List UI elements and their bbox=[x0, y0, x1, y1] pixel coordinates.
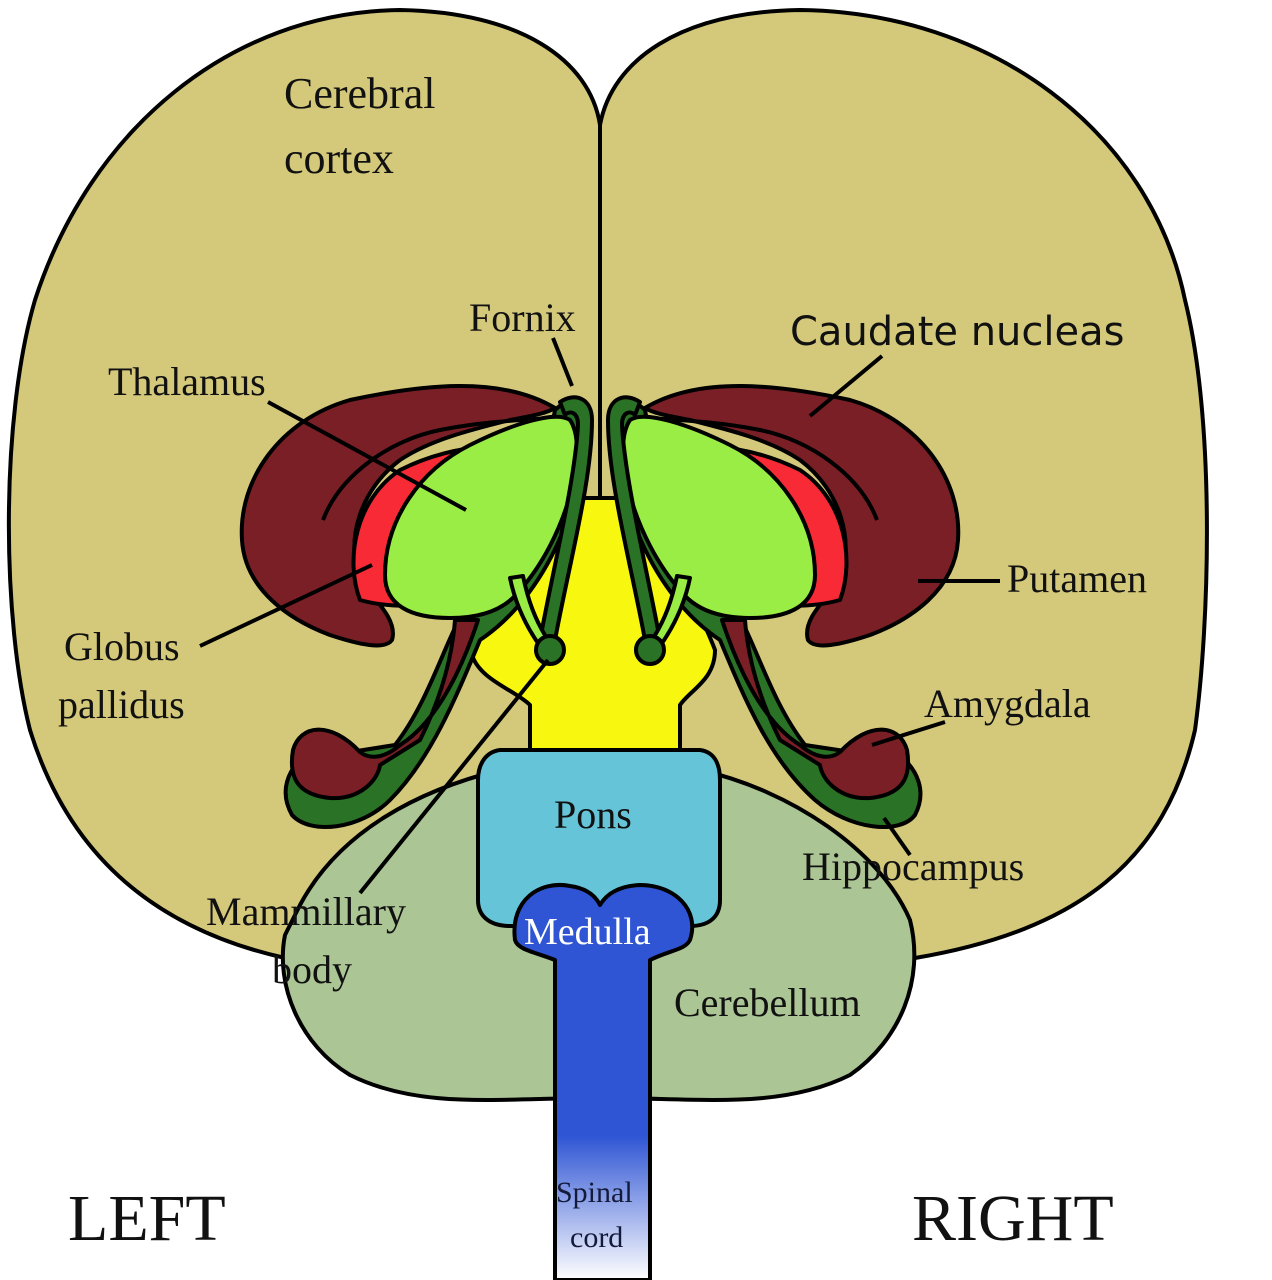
label-medulla: Medulla bbox=[524, 911, 651, 953]
left-mammillary-body bbox=[534, 634, 566, 666]
label-cerebellum: Cerebellum bbox=[674, 980, 861, 1025]
right-caudate-putamen-shape bbox=[643, 384, 961, 648]
label-spinal-cord-2: cord bbox=[570, 1221, 623, 1254]
leader-hippocampus bbox=[882, 816, 912, 857]
leader-amygdala bbox=[871, 720, 946, 747]
label-spinal-cord-1: Spinal bbox=[556, 1176, 633, 1209]
label-hippocampus: Hippocampus bbox=[802, 844, 1024, 889]
left-amygdala-tail-shape bbox=[289, 618, 480, 801]
right-caudate-inner-line bbox=[649, 416, 879, 521]
label-putamen: Putamen bbox=[1007, 556, 1147, 601]
right-thalamus-shape bbox=[621, 414, 817, 620]
label-right: RIGHT bbox=[912, 1182, 1114, 1255]
label-mammillary-body-2: body bbox=[272, 947, 352, 992]
label-cerebral-cortex-1: Cerebral bbox=[284, 69, 435, 118]
spinal-cord-upper bbox=[557, 985, 648, 1015]
label-mammillary-body-1: Mammillary bbox=[206, 889, 406, 934]
leader-caudate bbox=[808, 354, 884, 418]
label-globus-pallidus-2: pallidus bbox=[58, 682, 185, 727]
leader-fornix bbox=[551, 337, 574, 387]
label-fornix: Fornix bbox=[469, 295, 576, 340]
label-amygdala: Amygdala bbox=[924, 681, 1091, 726]
label-pons: Pons bbox=[554, 792, 632, 837]
label-thalamus: Thalamus bbox=[108, 359, 266, 404]
label-cerebral-cortex-2: cortex bbox=[284, 134, 394, 183]
left-thalamus-shape bbox=[383, 414, 579, 620]
right-mammillary-body bbox=[634, 634, 666, 666]
label-left: LEFT bbox=[68, 1182, 226, 1255]
right-amygdala-tail-shape bbox=[720, 618, 911, 801]
left-caudate-inner-line bbox=[321, 416, 551, 521]
leader-mammillary bbox=[358, 658, 550, 895]
label-caudate-nucleus: Caudate nucleas bbox=[790, 309, 1124, 355]
label-globus-pallidus-1: Globus bbox=[64, 624, 180, 669]
leader-thalamus bbox=[267, 400, 467, 512]
left-caudate-putamen-shape bbox=[239, 384, 557, 648]
leader-globus bbox=[199, 563, 373, 648]
